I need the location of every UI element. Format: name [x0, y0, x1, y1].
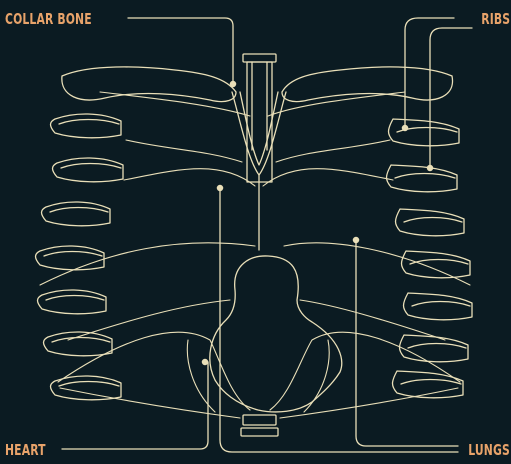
heart-label: HEART — [5, 441, 46, 459]
rib-segment — [38, 290, 107, 314]
diaphragm-left — [58, 332, 250, 410]
rib-segment — [389, 119, 460, 146]
heart-shape — [210, 256, 342, 412]
lungs-dot-2 — [353, 237, 358, 242]
rib-segment — [404, 293, 473, 320]
rib-segment-edge — [61, 164, 121, 169]
ribs-dot-2 — [427, 165, 432, 170]
rib-segment — [400, 335, 469, 362]
heart-side-right — [304, 340, 329, 412]
rib-segment-edge — [52, 338, 110, 343]
ribs-label: RIBS — [481, 10, 510, 28]
rib-segment-edge — [50, 208, 108, 213]
rib-segment-edge — [412, 302, 470, 307]
lungs-label: LUNGS — [468, 441, 510, 459]
rib-arc — [300, 300, 445, 340]
rib-segment — [51, 114, 122, 138]
lungs-dot-1 — [217, 185, 222, 190]
lungs-leader-1 — [220, 188, 458, 452]
spine-base — [241, 428, 278, 436]
spine-cap-bottom — [243, 415, 276, 425]
collar-bone-label: COLLAR BONE — [5, 10, 92, 28]
collar-bone-dot — [230, 81, 235, 86]
rib-arc — [126, 140, 242, 162]
rib-segment-edge — [59, 382, 119, 387]
ribs-dot-1 — [402, 125, 407, 130]
sternum — [232, 92, 286, 250]
rib-segment — [42, 202, 111, 226]
diaphragm-left-low — [60, 388, 240, 418]
heart-dot — [202, 359, 207, 364]
collar-bone-leader — [128, 18, 233, 84]
sternum-outline — [232, 92, 286, 175]
rib-segment — [53, 158, 124, 182]
rib-arc — [40, 243, 255, 285]
ribs-right — [387, 119, 473, 398]
rib-segment — [396, 209, 465, 236]
lungs-leader-2 — [356, 240, 458, 446]
rib-arc — [284, 243, 470, 285]
rib-segment — [402, 251, 471, 278]
collar-bone-left — [62, 67, 236, 102]
collar-bones — [62, 67, 453, 102]
rib-segment-edge — [401, 380, 461, 385]
rib-segment-edge — [59, 120, 119, 125]
rib-arc — [124, 169, 255, 186]
rib-segment-edge — [404, 218, 462, 223]
diaphragm-right-low — [280, 388, 458, 418]
rib-segment — [36, 246, 105, 270]
rib-arc — [263, 169, 393, 186]
heart-leader — [62, 362, 208, 449]
rib-segment — [387, 165, 458, 192]
rib-segment — [44, 332, 113, 356]
rib-segment-edge — [408, 344, 466, 349]
rib-segment-edge — [44, 252, 102, 257]
rib-segment-edge — [46, 296, 104, 301]
rib-arc — [276, 140, 390, 162]
ribs-leader-2 — [430, 28, 472, 168]
spine-cap-top — [243, 54, 276, 62]
rib-arc — [68, 300, 230, 340]
rib-segment-edge — [395, 174, 455, 179]
